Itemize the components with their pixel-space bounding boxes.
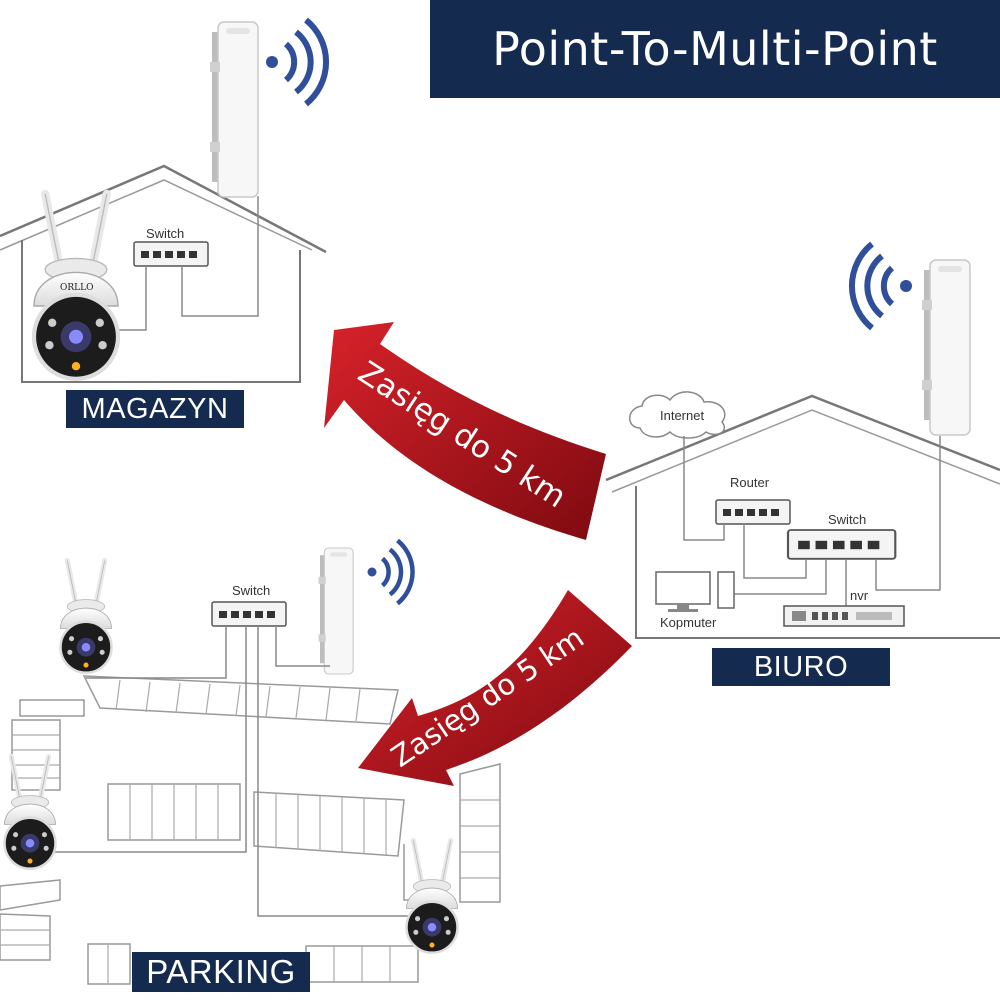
- range-arrow-parking: Zasięg do 5 km: [358, 590, 632, 786]
- parking-cable-camera-3: [257, 626, 420, 917]
- biuro-label: BIURO: [712, 648, 890, 686]
- magazyn-house-roof: [0, 164, 327, 254]
- router-label: Router: [730, 475, 770, 490]
- parking-site: Switch: [0, 541, 501, 985]
- parking-wifi-icon: [368, 541, 413, 604]
- magazyn-cable-antenna: [181, 196, 259, 317]
- biuro-wifi-icon: [852, 244, 912, 328]
- parking-wireless-bridge: [318, 547, 354, 675]
- parking-switch: [211, 601, 287, 627]
- biuro-house-roof: [605, 394, 1000, 482]
- range-arrow-magazyn: Zasięg do 5 km: [324, 322, 606, 540]
- biuro-cable-switch-antenna: [875, 436, 941, 591]
- magazyn-wireless-bridge: [209, 21, 259, 198]
- parking-cable-camera-1: [86, 626, 227, 679]
- magazyn-label: MAGAZYN: [66, 390, 244, 428]
- page-title: Point-To-Multi-Point: [430, 0, 1000, 98]
- parking-cable-antenna: [275, 626, 330, 667]
- nvr-device: [783, 605, 905, 627]
- magazyn-house-wall: [21, 240, 301, 383]
- parking-switch-label: Switch: [232, 583, 270, 598]
- nvr-label: nvr: [850, 588, 869, 603]
- parking-camera-3: [407, 841, 458, 953]
- magazyn-switch: [133, 241, 209, 267]
- biuro-cable-router-switch: [743, 524, 807, 579]
- biuro-switch: [786, 528, 897, 560]
- parking-spots: [0, 679, 500, 984]
- internet-cloud: [629, 391, 726, 439]
- biuro-wireless-bridge: [921, 259, 971, 436]
- parking-cable-camera-2: [46, 626, 247, 853]
- parking-camera-2: [4, 757, 55, 869]
- computer-icon: [655, 571, 735, 612]
- parking-label: PARKING: [132, 952, 310, 992]
- internet-label: Internet: [660, 408, 704, 423]
- computer-label: Kopmuter: [660, 615, 717, 630]
- parking-camera-1: [61, 561, 112, 673]
- biuro-router: [715, 499, 791, 525]
- magazyn-camera-brand: ORLLO: [60, 283, 94, 293]
- magazyn-wifi-icon: [266, 20, 326, 104]
- biuro-site: Internet Router Switch Kopmuter nvr: [605, 244, 1000, 639]
- biuro-house-wall: [635, 486, 1000, 639]
- biuro-cable-internet-router: [683, 436, 725, 541]
- biuro-switch-label: Switch: [828, 512, 866, 527]
- magazyn-site: Switch ORLLO: [0, 20, 327, 383]
- biuro-house-roof-inner: [611, 409, 1000, 493]
- magazyn-switch-label: Switch: [146, 226, 184, 241]
- magazyn-cable-camera: [110, 266, 147, 331]
